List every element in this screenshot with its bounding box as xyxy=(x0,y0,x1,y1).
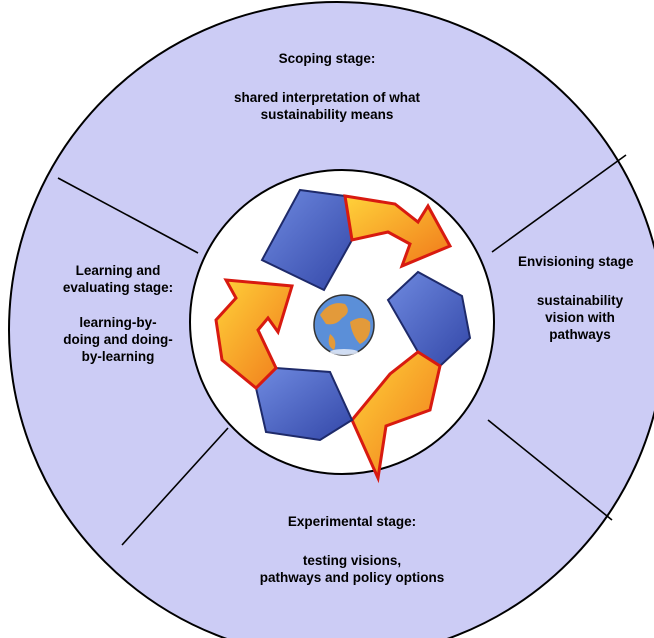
scoping-desc-line: sustainability means xyxy=(260,107,394,122)
recycle-globe-icon xyxy=(214,188,472,484)
experimental-stage-label: Experimental stage: testing visions, pat… xyxy=(222,513,482,586)
divider-top-left xyxy=(57,177,199,254)
stage-dividers xyxy=(57,154,627,546)
scoping-stage-title: Scoping stage: xyxy=(278,51,376,66)
envisioning-stage-title: Envisioning stage xyxy=(518,254,634,269)
orange-arrow-bottom xyxy=(350,350,442,484)
learning-stage-title: Learning and evaluating stage: xyxy=(38,262,198,296)
divider-bottom-right xyxy=(487,419,613,521)
orange-arrow-top xyxy=(343,194,453,269)
orange-arrow-left xyxy=(214,278,294,391)
globe-icon xyxy=(313,294,375,356)
envisioning-desc-line: vision with xyxy=(545,310,615,325)
learning-title-line: evaluating stage: xyxy=(62,280,174,295)
learning-desc-line: learning-by- xyxy=(79,315,157,330)
envisioning-desc-line: sustainability xyxy=(536,293,624,308)
envisioning-stage-description: sustainability vision with pathways xyxy=(518,292,642,343)
scoping-stage-description: shared interpretation of what sustainabi… xyxy=(227,89,427,123)
scoping-desc-line: shared interpretation of what xyxy=(233,90,421,105)
globe-land xyxy=(320,303,371,350)
learning-stage-description: learning-by- doing and doing- by-learnin… xyxy=(38,314,198,365)
learning-desc-line: by-learning xyxy=(81,349,155,364)
scoping-stage-label: Scoping stage: shared interpretation of … xyxy=(227,50,427,123)
divider-bottom-left xyxy=(121,427,229,546)
envisioning-stage-label: Envisioning stage sustainability vision … xyxy=(518,253,654,343)
envisioning-desc-line: pathways xyxy=(549,327,611,342)
learning-desc-line: doing and doing- xyxy=(63,332,173,347)
learning-title-line: Learning and xyxy=(75,263,161,278)
experimental-stage-description: testing visions, pathways and policy opt… xyxy=(222,552,482,586)
experimental-stage-title: Experimental stage: xyxy=(287,514,417,529)
divider-top-right xyxy=(491,154,627,253)
experimental-desc-line: pathways and policy options xyxy=(259,570,445,585)
blue-arrow-block-top xyxy=(260,188,354,292)
learning-stage-label: Learning and evaluating stage: learning-… xyxy=(38,262,198,365)
experimental-desc-line: testing visions, xyxy=(302,553,402,568)
